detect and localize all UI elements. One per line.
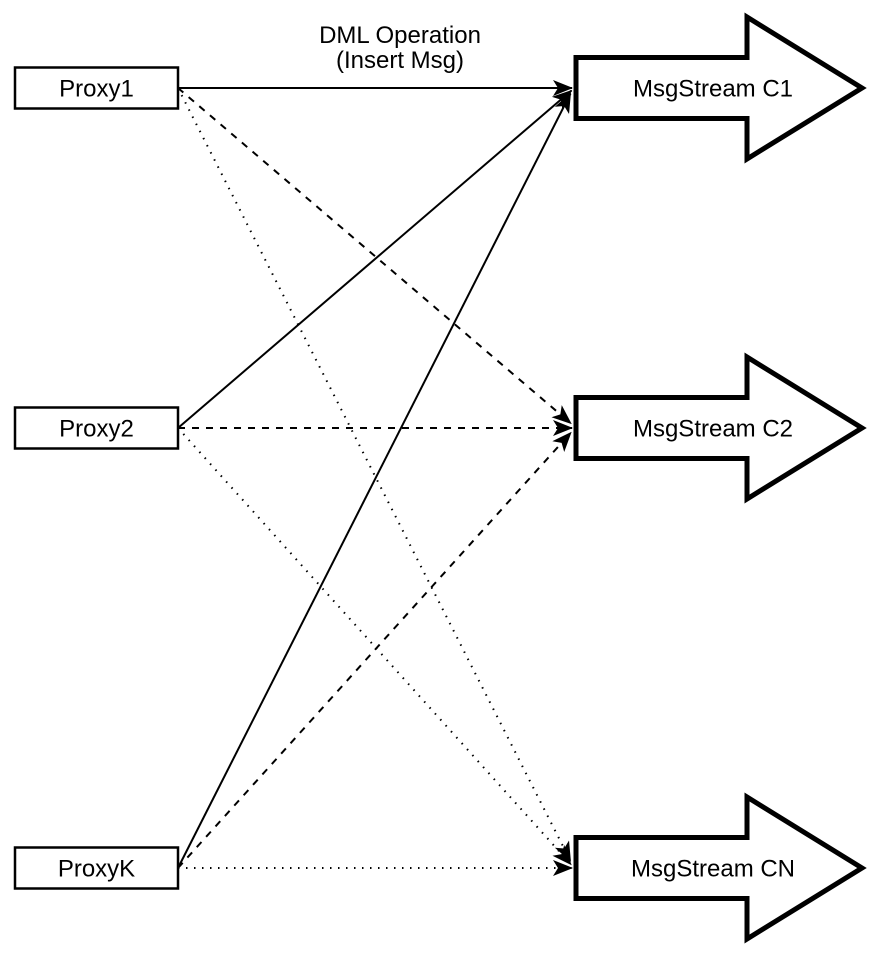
stream-c1-arrow-shape bbox=[573, 12, 867, 164]
diagram-title: DML Operation (Insert Msg) bbox=[319, 22, 481, 74]
proxy2-node: Proxy2 bbox=[13, 406, 180, 450]
proxy2-label: Proxy2 bbox=[59, 416, 134, 443]
stream-c1-label: MsgStream C1 bbox=[633, 76, 793, 103]
connector-proxyk-to-c2 bbox=[177, 431, 572, 869]
proxyk-node: ProxyK bbox=[13, 846, 180, 890]
stream-cn-arrow-shape bbox=[573, 792, 867, 944]
stream-c1-node: MsgStream C1 bbox=[573, 12, 867, 164]
connector-proxy1-to-c2 bbox=[177, 87, 572, 425]
connector-proxy2-to-cn bbox=[177, 427, 572, 866]
proxy1-node: Proxy1 bbox=[13, 66, 180, 110]
proxy2-box bbox=[13, 406, 180, 450]
connector-proxyk-to-c1 bbox=[177, 92, 572, 869]
proxyk-label: ProxyK bbox=[58, 856, 135, 883]
proxy1-label: Proxy1 bbox=[59, 76, 134, 103]
stream-c2-arrow-shape bbox=[573, 352, 867, 504]
diagram-title-line1: DML Operation bbox=[319, 22, 481, 49]
stream-cn-label: MsgStream CN bbox=[631, 856, 795, 883]
proxy1-box bbox=[13, 66, 180, 110]
stream-c2-node: MsgStream C2 bbox=[573, 352, 867, 504]
connector-proxy2-to-c1 bbox=[177, 89, 573, 429]
proxyk-box bbox=[13, 846, 180, 890]
connector-proxy1-to-cn bbox=[177, 87, 572, 862]
diagram-title-line2: (Insert Msg) bbox=[336, 47, 464, 74]
stream-cn-node: MsgStream CN bbox=[573, 792, 867, 944]
stream-c2-label: MsgStream C2 bbox=[633, 416, 793, 443]
